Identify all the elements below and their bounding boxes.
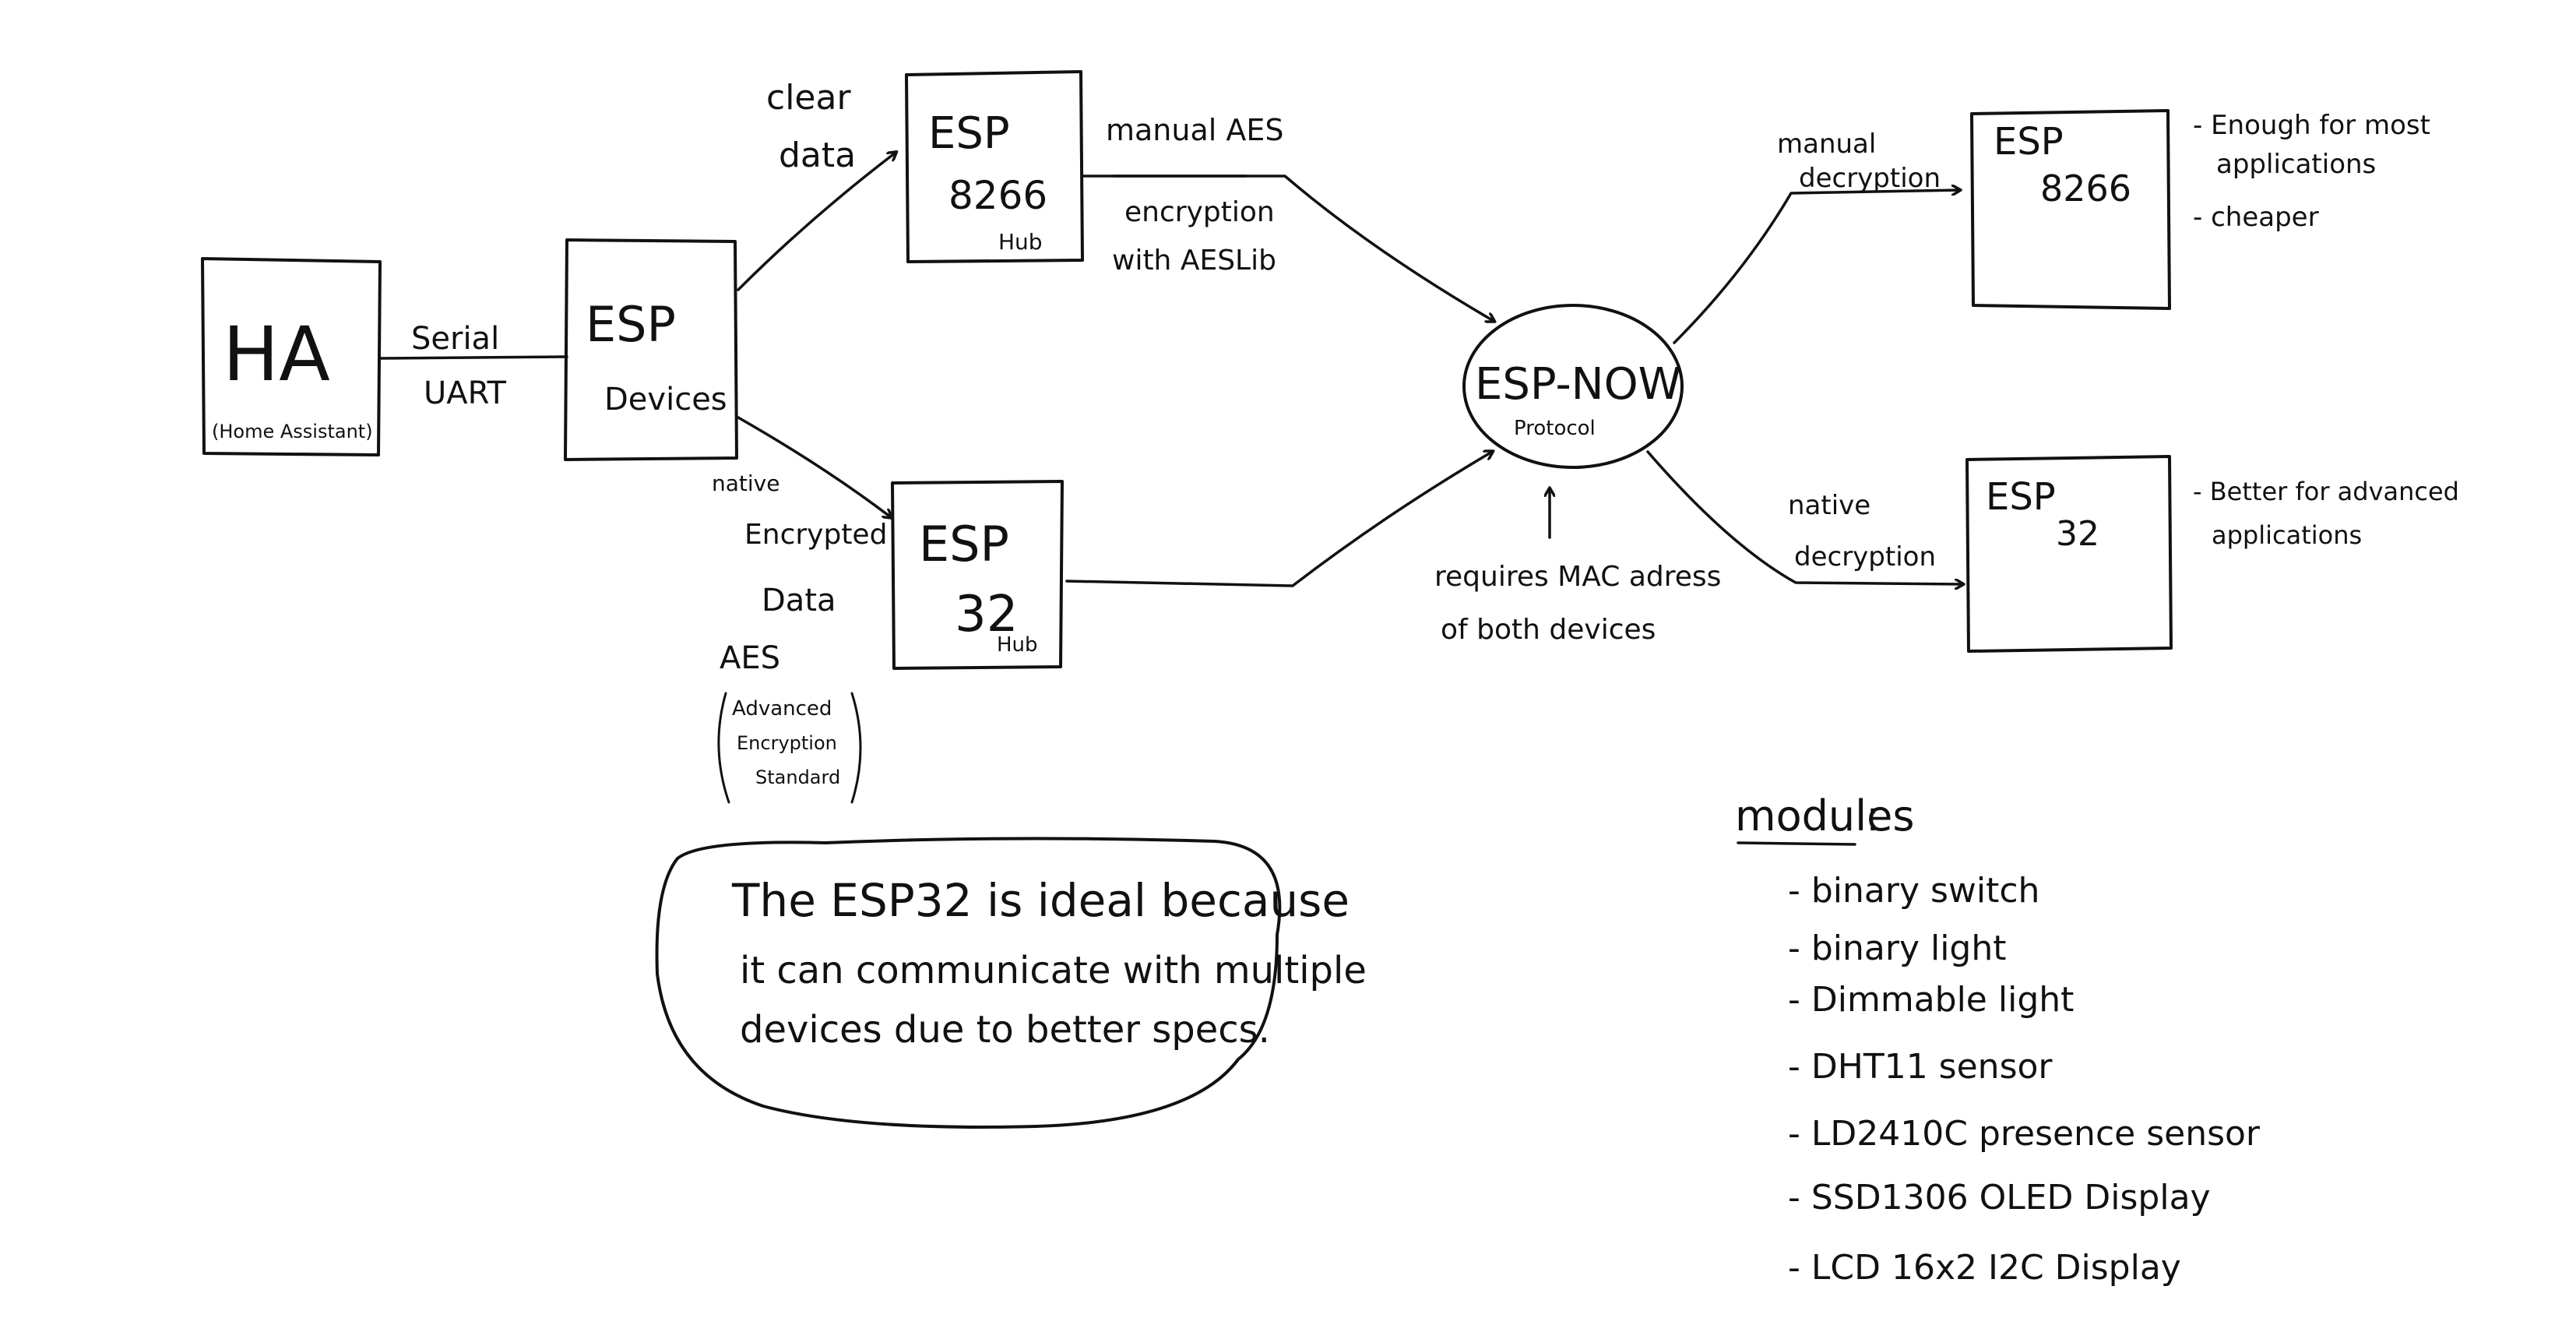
module-item: - DHT11 sensor bbox=[1788, 1047, 2053, 1087]
native-label: native bbox=[712, 470, 779, 496]
note-8266-item1: - Enough for most bbox=[2193, 110, 2430, 141]
mac-note-line2: of both devices bbox=[1441, 614, 1656, 646]
ha-title: HA bbox=[223, 311, 330, 398]
node-esp-devices: ESP Devices bbox=[564, 238, 738, 461]
callout-line3: devices due to better specs. bbox=[740, 1008, 1270, 1052]
esp-devices-line2: Devices bbox=[604, 382, 727, 418]
native-dec-line1: native bbox=[1788, 490, 1870, 521]
modules-colon: : bbox=[1866, 791, 1880, 840]
manual-aes-annotation: manual AES encryption with AESLib bbox=[1106, 113, 1284, 277]
data-label: data bbox=[779, 136, 856, 175]
esp32-hub-line2: 32 bbox=[955, 586, 1018, 643]
module-item: - binary switch bbox=[1788, 871, 2039, 911]
edge-clear-data: clear data bbox=[737, 78, 896, 291]
node-esp-now: ESP-NOW Protocol bbox=[1462, 304, 1684, 469]
modules-list: modules : - binary switch - binary light… bbox=[1735, 791, 2261, 1288]
esp32-target-line1: ESP bbox=[1986, 475, 2056, 519]
data-enc-label: Data bbox=[762, 583, 836, 618]
uart-label: UART bbox=[424, 375, 507, 411]
module-item: - binary light bbox=[1788, 929, 2007, 968]
esp32-callout: The ESP32 is ideal because it can commun… bbox=[655, 837, 1367, 1129]
manual-dec-line1: manual bbox=[1777, 129, 1876, 160]
node-esp32-hub: ESP 32 Hub bbox=[891, 480, 1064, 670]
callout-line1: The ESP32 is ideal because bbox=[731, 874, 1350, 927]
node-esp8266-hub: ESP 8266 Hub bbox=[905, 70, 1084, 263]
esp32-target-line2: 32 bbox=[2056, 514, 2099, 554]
module-item: - LCD 16x2 I2C Display bbox=[1788, 1248, 2181, 1288]
esp8266-target-line1: ESP bbox=[1994, 120, 2064, 164]
note-8266-item1b: applications bbox=[2216, 149, 2376, 180]
esp-now-subtitle: Protocol bbox=[1514, 417, 1596, 440]
esp32-hub-line1: ESP bbox=[919, 516, 1009, 573]
clear-label: clear bbox=[766, 78, 851, 118]
manual-aes-encryption: encryption bbox=[1124, 196, 1275, 228]
aes-encryption: Encryption bbox=[737, 732, 837, 754]
edge-native-decryption: native decryption bbox=[1646, 450, 1962, 584]
esp8266-hub-line1: ESP bbox=[928, 108, 1010, 159]
esp8266-hub-line2: 8266 bbox=[948, 173, 1047, 218]
native-dec-line2: decryption bbox=[1794, 541, 1936, 573]
mac-requirement-note: requires MAC adress of both devices bbox=[1434, 489, 1721, 646]
encrypted-label: Encrypted bbox=[744, 519, 887, 551]
notes-esp32: - Better for advanced applications bbox=[2193, 477, 2459, 550]
aes-label: AES bbox=[720, 640, 780, 676]
edge-manual-decryption: manual decryption bbox=[1673, 129, 1959, 344]
module-item: - Dimmable light bbox=[1788, 980, 2074, 1020]
modules-title: modules bbox=[1735, 791, 1915, 840]
module-item: - SSD1306 OLED Display bbox=[1788, 1178, 2211, 1218]
note-32-item1b: applications bbox=[2212, 520, 2362, 550]
edge-serial-uart: Serial UART bbox=[378, 321, 568, 411]
manual-dec-line2: decryption bbox=[1799, 163, 1941, 194]
node-home-assistant: HA (Home Assistant) bbox=[201, 257, 382, 456]
esp8266-target-line2: 8266 bbox=[2040, 167, 2131, 210]
node-esp8266-target: ESP 8266 bbox=[1970, 109, 2171, 310]
mac-note-line1: requires MAC adress bbox=[1434, 561, 1721, 593]
note-8266-item2: - cheaper bbox=[2193, 202, 2319, 233]
callout-line2: it can communicate with multiple bbox=[740, 949, 1367, 992]
note-32-item1: - Better for advanced bbox=[2193, 477, 2459, 506]
aes-advanced: Advanced bbox=[732, 697, 832, 721]
edge-native-encrypted: native Encrypted Data bbox=[712, 416, 891, 618]
edge-8266-hub-to-espnow bbox=[1081, 174, 1494, 321]
node-esp32-target: ESP 32 bbox=[1965, 455, 2173, 653]
manual-aes-label: manual AES bbox=[1106, 113, 1284, 147]
notes-esp8266: - Enough for most applications - cheaper bbox=[2193, 110, 2430, 233]
manual-aes-with: with AESLib bbox=[1112, 245, 1276, 277]
ha-subtitle: (Home Assistant) bbox=[212, 421, 373, 442]
esp8266-hub-tag: Hub bbox=[998, 229, 1043, 255]
serial-label: Serial bbox=[411, 321, 499, 357]
edge-32-hub-to-espnow bbox=[1065, 452, 1492, 587]
esp-now-title: ESP-NOW bbox=[1475, 359, 1681, 410]
aes-standard: Standard bbox=[755, 766, 840, 788]
aes-annotation: AES Advanced Encryption Standard bbox=[717, 640, 862, 804]
esp-devices-line1: ESP bbox=[586, 296, 676, 353]
module-item: - LD2410C presence sensor bbox=[1788, 1114, 2261, 1154]
esp32-hub-tag: Hub bbox=[997, 633, 1038, 657]
